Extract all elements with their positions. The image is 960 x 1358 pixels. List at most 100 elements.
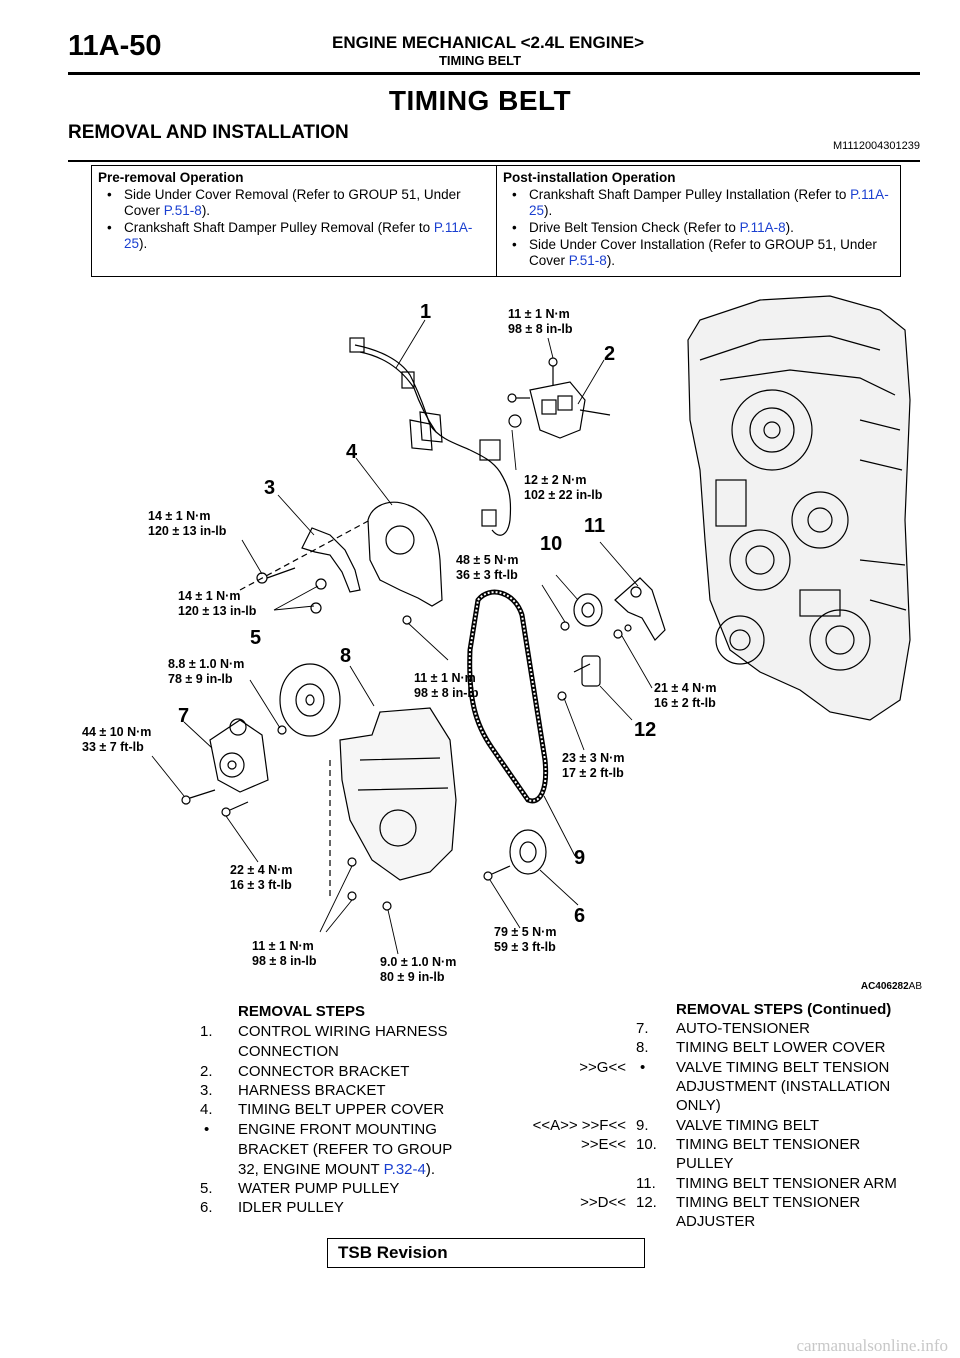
step-number: 2. [200,1063,213,1080]
reference-link[interactable]: P.11A-25 [124,220,473,251]
torque-nm: 11 ± 1 N·m [414,671,476,685]
pre-removal-item: • Crankshaft Shaft Damper Pulley Removal… [107,220,473,251]
step-text: ADJUSTER [676,1213,756,1230]
torque-nm: 9.0 ± 1.0 N·m [380,955,456,969]
step-text: PULLEY [676,1155,734,1172]
step-text: TIMING BELT TENSIONER [676,1136,861,1153]
step-text: CONNECTOR BRACKET [238,1063,410,1080]
step-text: CONTROL WIRING HARNESS [238,1023,448,1040]
step-number: 3. [200,1082,213,1099]
post-installation-item: • Crankshaft Shaft Damper Pulley Install… [512,187,889,218]
step-text: 32, ENGINE MOUNT P.32-4). [238,1161,436,1178]
timing-belt-upper-cover [367,501,443,625]
timing-belt-tensioner-adjuster [557,655,601,701]
torque-imperial: 17 ± 2 ft-lb [562,766,624,780]
step-text: TIMING BELT UPPER COVER [238,1101,445,1118]
callout-5: 5 [250,627,261,649]
post-installation-item: • Side Under Cover Installation (Refer t… [512,237,877,268]
bullet-icon: • [107,220,112,235]
reference-link[interactable]: P.11A-25 [529,187,889,218]
torque-nm: 44 ± 10 N·m [82,725,151,739]
bullet-icon: • [640,1059,646,1076]
step-number: 9. [636,1117,649,1134]
torque-nm: 22 ± 4 N·m [230,863,292,877]
callout-10: 10 [540,533,562,555]
step-number: 12. [636,1194,657,1211]
figure-id: AC406282AB [860,981,922,992]
header-rule [68,72,920,75]
post-installation-column: Post-installation Operation • Crankshaft… [497,166,900,276]
torque-nm: 8.8 ± 1.0 N·m [168,657,244,671]
callout-1: 1 [420,301,431,323]
timing-belt-exploded-diagram: 1 2 3 4 5 6 7 8 9 10 11 12 11 ± 1 N·m 98… [82,295,911,984]
bullet-icon: • [512,220,517,235]
reference-link[interactable]: P.51-8 [163,203,202,218]
leader-lines [151,319,653,955]
timing-belt-lower-cover [329,707,457,911]
callout-12: 12 [634,719,656,741]
callout-2: 2 [604,343,615,365]
post-installation-heading: Post-installation Operation [503,170,676,185]
pre-removal-column: Pre-removal Operation • Side Under Cover… [92,166,497,276]
valve-timing-belt [467,589,549,804]
pre-removal-item: • Side Under Cover Removal (Refer to GRO… [107,187,461,218]
step-number: 5. [200,1180,213,1197]
step-text: AUTO-TENSIONER [676,1020,810,1037]
torque-nm: 23 ± 3 N·m [562,751,624,765]
step-text: TIMING BELT TENSIONER [676,1194,861,1211]
step-text: VALVE TIMING BELT [676,1117,820,1134]
torque-imperial: 120 ± 13 in-lb [178,604,257,618]
callout-8: 8 [340,645,351,667]
step-number: 4. [200,1101,213,1118]
page-title: TIMING BELT [388,85,572,116]
step-number: 10. [636,1136,657,1153]
reference-link[interactable]: P.32-4 [383,1161,426,1178]
installation-ref[interactable]: >>E<< [580,1136,626,1153]
step-text: ONLY) [676,1097,721,1114]
installation-ref[interactable]: >>G<< [579,1059,626,1076]
harness-bracket [239,519,371,614]
callout-4: 4 [346,441,358,463]
torque-imperial: 36 ± 3 ft-lb [456,568,518,582]
installation-ref[interactable]: <<A>> >>F<< [532,1117,626,1134]
callout-9: 9 [574,847,585,869]
torque-imperial: 80 ± 9 in-lb [380,970,445,984]
auto-tensioner [181,718,269,817]
torque-imperial: 98 ± 8 in-lb [252,954,317,968]
timing-belt-tensioner-arm [613,577,666,641]
step-text: VALVE TIMING BELT TENSION [676,1059,890,1076]
tsb-revision-box: TSB Revision [327,1238,645,1268]
torque-imperial: 33 ± 7 ft-lb [82,740,144,754]
section-rule [68,160,920,162]
step-text: TIMING BELT LOWER COVER [676,1039,886,1056]
step-text: IDLER PULLEY [238,1199,344,1216]
torque-imperial: 98 ± 8 in-lb [508,322,573,336]
bullet-icon: • [512,187,517,202]
step-text: CONNECTION [238,1043,339,1060]
watermark: carmanualsonline.info [796,1336,948,1355]
callout-3: 3 [264,477,275,499]
bullet-icon: • [512,237,517,252]
step-number: 7. [636,1020,649,1037]
engine-block-illustration [687,295,911,721]
step-text: WATER PUMP PULLEY [238,1180,400,1197]
reference-link[interactable]: P.11A-8 [739,220,786,235]
torque-nm: 79 ± 5 N·m [494,925,556,939]
step-number: 1. [200,1023,213,1040]
torque-imperial: 59 ± 3 ft-lb [494,940,556,954]
torque-imperial: 98 ± 8 in-lb [414,686,479,700]
torque-nm: 14 ± 1 N·m [178,589,240,603]
connector-bracket [507,357,611,439]
page-number: 11A-50 [68,30,162,62]
reference-link[interactable]: P.51-8 [568,253,607,268]
step-text: ENGINE FRONT MOUNTING [238,1121,437,1138]
installation-ref[interactable]: >>D<< [580,1194,626,1211]
torque-nm: 48 ± 5 N·m [456,553,518,567]
step-text: BRACKET (REFER TO GROUP [238,1141,453,1158]
water-pump-pulley [277,663,341,737]
bullet-icon: • [204,1121,210,1138]
callout-6: 6 [574,905,585,927]
pre-removal-heading: Pre-removal Operation [98,170,244,185]
torque-nm: 21 ± 4 N·m [654,681,716,695]
removal-steps-continued-heading: REMOVAL STEPS (Continued) [676,1001,892,1018]
